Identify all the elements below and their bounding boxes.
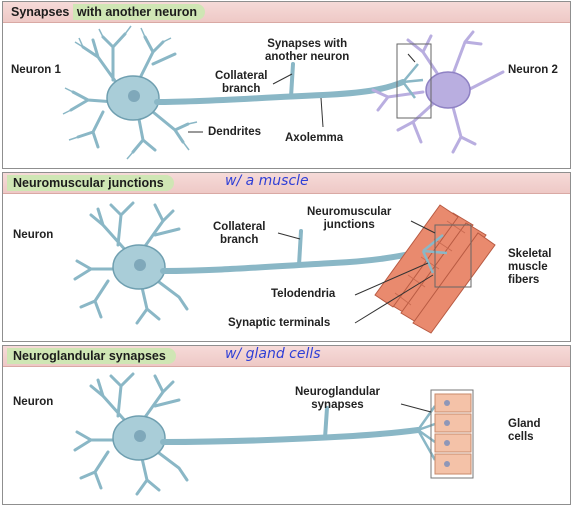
muscle-striations bbox=[394, 220, 466, 306]
neuron1-dendrites-fine bbox=[62, 25, 198, 160]
neuron1-nucleus bbox=[128, 90, 140, 102]
panel-header: Neuroglandular synapses w/ gland cells bbox=[3, 346, 570, 367]
axon-terminals bbox=[416, 405, 437, 461]
label-skeletal-line2: muscle bbox=[508, 261, 548, 273]
label-collateral-line1: Collateral bbox=[213, 221, 266, 233]
gland-cells bbox=[434, 393, 472, 475]
title-highlight: with another neuron bbox=[72, 4, 205, 20]
panel-header: Synapses with another neuron bbox=[3, 2, 570, 23]
gland-nuclei bbox=[444, 400, 450, 467]
label-ng-line2: synapses bbox=[311, 399, 364, 411]
collateral-branch bbox=[289, 62, 295, 99]
label-skeletal-line3: fibers bbox=[508, 274, 540, 286]
label-collateral-branch: Collateral branch bbox=[215, 70, 267, 96]
neuron-dendrites bbox=[73, 372, 189, 496]
label-synaptic-terminals: Synaptic terminals bbox=[228, 317, 331, 329]
label-collateral-branch: Collateral branch bbox=[213, 221, 265, 247]
label-telodendria: Telodendria bbox=[271, 288, 336, 300]
label-gland-line2: cells bbox=[508, 431, 534, 443]
panel1-illustration bbox=[62, 25, 505, 160]
neuron-axon bbox=[160, 427, 421, 445]
panel2-illustration bbox=[73, 201, 496, 334]
collateral-branch bbox=[323, 406, 329, 440]
collateral-branch bbox=[297, 229, 303, 267]
label-neuron-2: Neuron 2 bbox=[508, 64, 558, 76]
synapse-terminals bbox=[402, 63, 424, 99]
label-gland-line1: Gland bbox=[508, 418, 541, 430]
handwritten-note: w/ gland cells bbox=[225, 346, 321, 362]
label-collateral-line1: Collateral bbox=[215, 70, 268, 82]
handwritten-note: w/ a muscle bbox=[225, 173, 309, 189]
panel-synapses-neuron: Synapses with another neuron bbox=[2, 1, 571, 169]
panel3-illustration bbox=[73, 372, 474, 496]
panel-neuroglandular: Neuroglandular synapses w/ gland cells bbox=[2, 345, 571, 505]
panel-header: Neuromuscular junctions w/ a muscle bbox=[3, 173, 570, 194]
label-nmj-line1: Neuromuscular bbox=[307, 206, 392, 218]
label-neuromuscular-junctions: Neuromuscular junctions bbox=[307, 206, 391, 232]
neuron-axon bbox=[160, 248, 426, 274]
panel-neuromuscular: Neuromuscular junctions w/ a muscle bbox=[2, 172, 571, 342]
neuron-nucleus bbox=[134, 430, 146, 442]
synapse-focus-box bbox=[396, 43, 432, 119]
panel-title: Neuromuscular junctions bbox=[7, 175, 174, 191]
neuron2-cell-body bbox=[425, 71, 471, 109]
neuron-nucleus bbox=[134, 259, 146, 271]
label-synapses-line1: Synapses with bbox=[267, 38, 348, 50]
label-collateral-line2: branch bbox=[220, 234, 259, 246]
neuron-dendrites bbox=[73, 201, 189, 325]
label-skeletal-line1: Skeletal bbox=[508, 248, 552, 260]
label-synapses-with-neuron: Synapses with another neuron bbox=[265, 38, 349, 64]
label-ng-line1: Neuroglandular bbox=[295, 386, 380, 398]
title-prefix: Synapses bbox=[11, 5, 70, 19]
label-synapses-line2: another neuron bbox=[265, 51, 350, 63]
label-neuron-1: Neuron 1 bbox=[11, 64, 61, 76]
label-neuron: Neuron bbox=[13, 229, 54, 241]
label-collateral-line2: branch bbox=[222, 83, 261, 95]
gland-cells-box bbox=[430, 389, 474, 479]
label-neuron: Neuron bbox=[13, 396, 54, 408]
label-neuroglandular-synapses: Neuroglandular synapses bbox=[295, 386, 380, 412]
neuron1-axon bbox=[154, 79, 406, 105]
label-nmj-line2: junctions bbox=[323, 219, 375, 231]
label-dendrites: Dendrites bbox=[208, 126, 262, 138]
neuron1-dendrites bbox=[69, 32, 190, 154]
label-skeletal-muscle-fibers: Skeletal muscle fibers bbox=[508, 248, 551, 287]
label-axolemma: Axolemma bbox=[285, 132, 344, 144]
panel-title: Neuroglandular synapses bbox=[7, 348, 176, 364]
label-gland-cells: Gland cells bbox=[508, 418, 541, 444]
junction-focus-box bbox=[434, 224, 472, 288]
panel-title: Synapses with another neuron bbox=[7, 4, 205, 20]
